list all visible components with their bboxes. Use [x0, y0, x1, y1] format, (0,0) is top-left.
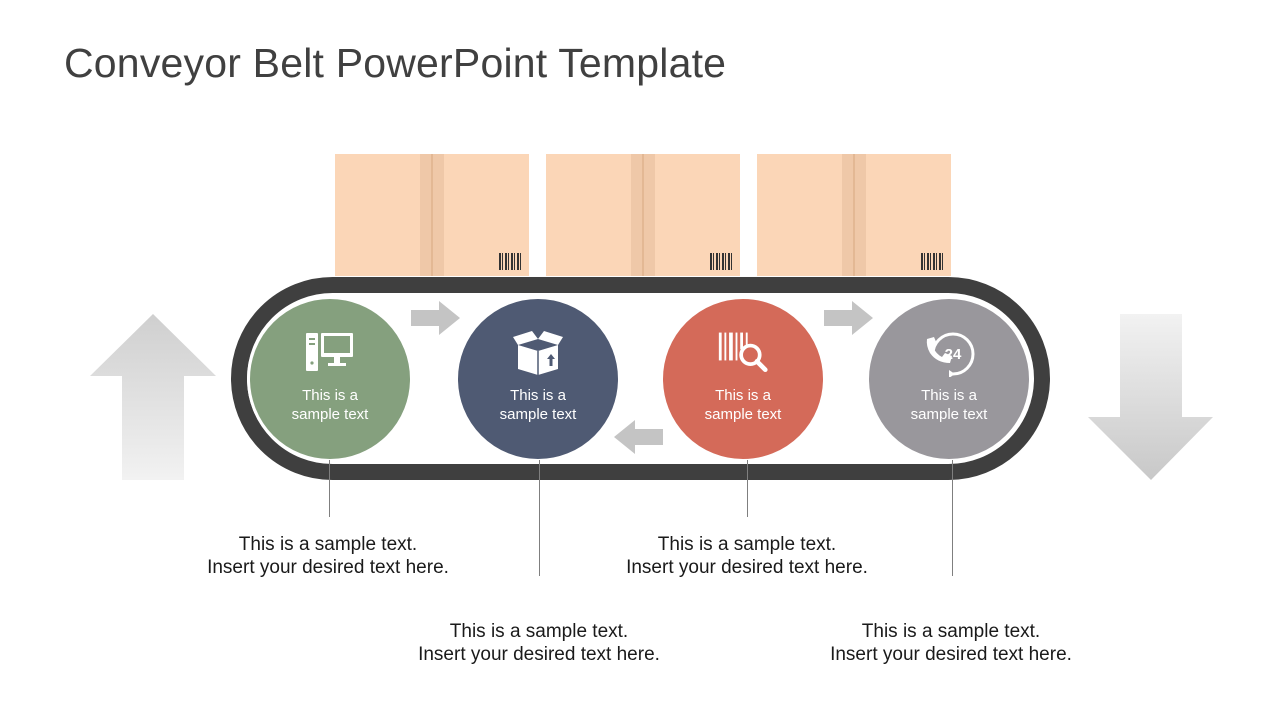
barcode-icon [921, 253, 943, 270]
caption-4: This is a sample text. Insert your desir… [791, 620, 1111, 666]
caption-line: This is a sample text. [449, 621, 629, 642]
barcode-search-icon [718, 332, 768, 373]
step-label-line: sample text [910, 406, 988, 423]
connector-line [329, 460, 330, 517]
step-label-line: This is a [921, 387, 977, 404]
step-4-circle: 24 This is a sample text [866, 296, 1032, 462]
step-label-line: This is a [510, 387, 566, 404]
step-3-circle: This is a sample text [660, 296, 826, 462]
caption-line: This is a sample text. [238, 534, 418, 555]
caption-1: This is a sample text. Insert your desir… [168, 533, 488, 579]
caption-2: This is a sample text. Insert your desir… [379, 620, 699, 666]
step-1-circle: This is a sample text [247, 296, 413, 462]
step-label-line: This is a [715, 387, 771, 404]
right-arrow-icon [411, 301, 460, 335]
caption-line: Insert your desired text here. [830, 644, 1072, 665]
up-arrow-icon [90, 314, 216, 480]
caption-line: Insert your desired text here. [418, 644, 660, 665]
step-label-line: sample text [704, 406, 782, 423]
page-title: Conveyor Belt PowerPoint Template [64, 40, 727, 86]
step-label: This is a sample text [458, 386, 618, 424]
connector-line [952, 460, 953, 576]
box-tape-seam [853, 154, 855, 276]
computer-icon [306, 333, 353, 371]
open-box-icon [513, 331, 563, 375]
cardboard-box [335, 154, 529, 276]
caption-line: Insert your desired text here. [626, 557, 868, 578]
phone-24h-icon: 24 [926, 332, 975, 377]
barcode-icon [710, 253, 732, 270]
barcode-icon [499, 253, 521, 270]
svg-text:24: 24 [945, 346, 962, 363]
caption-line: This is a sample text. [861, 621, 1041, 642]
right-arrow-icon [824, 301, 873, 335]
step-label: This is a sample text [663, 386, 823, 424]
step-label: This is a sample text [250, 386, 410, 424]
step-label: This is a sample text [869, 386, 1029, 424]
step-label-line: sample text [499, 406, 577, 423]
down-arrow-icon [1088, 314, 1213, 480]
step-label-line: This is a [302, 387, 358, 404]
left-arrow-icon [614, 420, 663, 454]
box-tape-seam [431, 154, 433, 276]
cardboard-box [546, 154, 740, 276]
step-label-line: sample text [291, 406, 369, 423]
caption-line: This is a sample text. [657, 534, 837, 555]
box-tape-seam [642, 154, 644, 276]
caption-3: This is a sample text. Insert your desir… [587, 533, 907, 579]
connector-line [539, 460, 540, 576]
step-2-circle: This is a sample text [455, 296, 621, 462]
connector-line [747, 460, 748, 517]
caption-line: Insert your desired text here. [207, 557, 449, 578]
cardboard-box [757, 154, 951, 276]
